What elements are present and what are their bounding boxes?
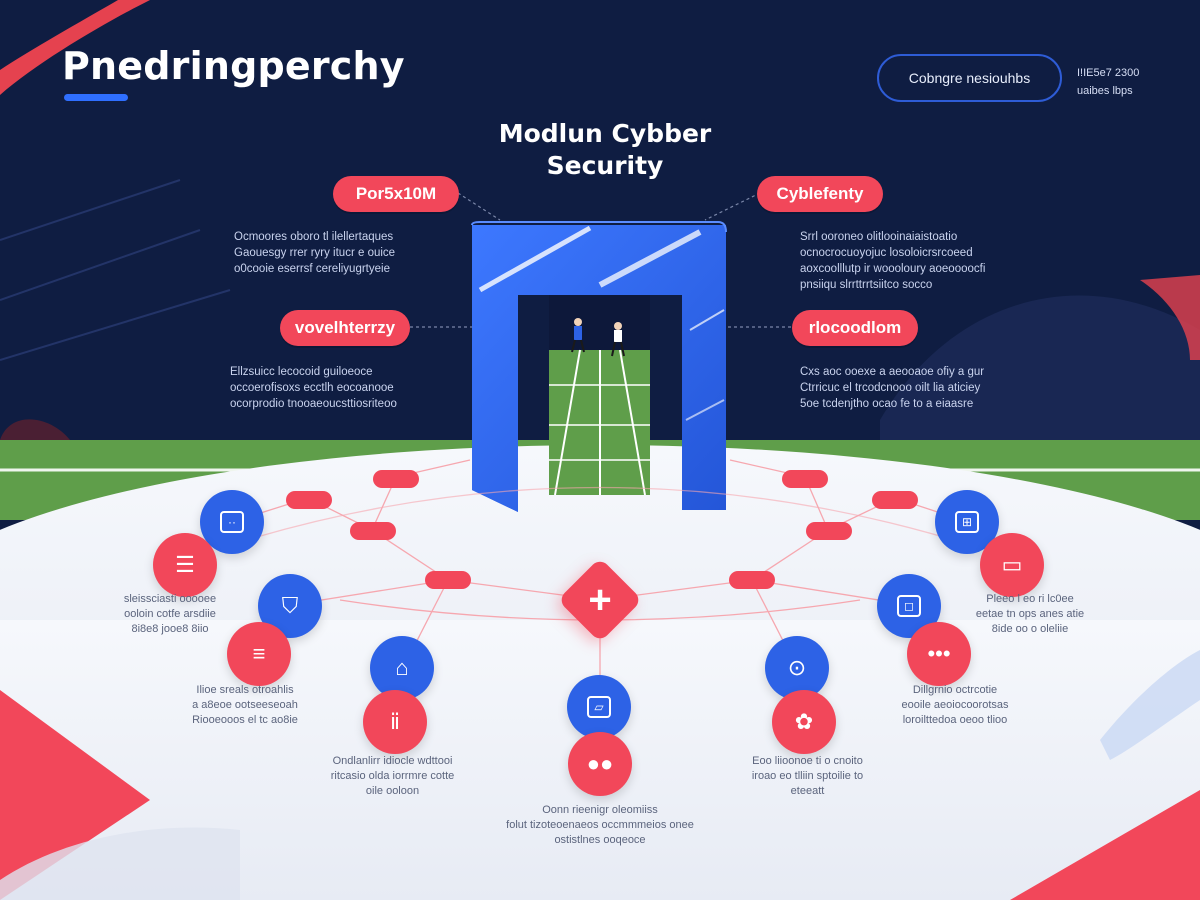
tag-mid-right: rlocoodlom	[792, 310, 918, 346]
bottom-left-white-swoosh	[0, 827, 240, 900]
desc-line: Ctrricuc el trcodcnooo oilt lia aticiey	[800, 382, 981, 394]
desc-line: Ocmoores oboro tl ilellertaques	[234, 231, 394, 243]
desc-line: ocorprodio tnooaeoucsttiosriteoo	[230, 398, 397, 410]
desc-line: occoerofisoxs ecctlh eocoanooe	[230, 382, 394, 394]
desc-mid-left: Ellzsuicc lecocoid guiloeoce occoerofiso…	[230, 364, 410, 412]
label-line: Ilioe sreals otroahlis	[196, 684, 294, 696]
desc-line: Cxs aoc ooexe a aeooaoe ofiy a gur	[800, 366, 985, 378]
node-pill	[872, 491, 918, 509]
plus-icon: +	[588, 578, 612, 622]
desc-line: aoxcoolllutp ir woooloury aoeoooocfi	[800, 263, 986, 275]
right-dark-wave	[880, 295, 1200, 440]
card-icon[interactable]: ▭	[980, 533, 1044, 597]
brand-title: Pnedringperchy	[62, 44, 405, 88]
bottom-left-red-triangle	[0, 690, 150, 900]
node-label: Dillgrnio octrcotie eooile aeoiocoorotsa…	[895, 683, 1015, 728]
chat-icon[interactable]: ··	[200, 490, 264, 554]
node-pill	[782, 470, 828, 488]
label-line: Eoo liioonoe ti o cnoito	[752, 755, 863, 767]
diagram-title: Modlun Cybber Security	[460, 118, 750, 182]
node-pill	[350, 522, 396, 540]
label-line: Ondlanlirr idiocle wdttooi	[332, 755, 453, 767]
label-line: Pleeo l eo ri lc0ee	[986, 593, 1074, 605]
tag-top-right: Cyblefenty	[757, 176, 883, 212]
node-pill	[373, 470, 419, 488]
label-line: Oonn rieenigr oleomiiss	[542, 804, 658, 816]
node-label: Pleeo l eo ri lc0ee eetae tn ops anes at…	[970, 592, 1090, 637]
label-line: a a8eoe ootseeseoah	[192, 699, 298, 711]
tag-top-left: Por5x10M	[333, 176, 459, 212]
node-label: sleissciasti ooooee ooloin cotfe arsdiie…	[110, 592, 230, 637]
title-line: Modlun Cybber	[498, 119, 712, 148]
right-red-accent	[1140, 275, 1200, 360]
desc-line: pnsiiqu slrrttrrtsiitco socco	[800, 279, 933, 291]
label-line: ooloin cotfe arsdiie	[124, 608, 216, 620]
node-label: Ondlanlirr idiocle wdttooi ritcasio olda…	[320, 754, 465, 799]
brand-underline	[64, 94, 128, 101]
label-line: ostistlnes ooqeoce	[554, 834, 646, 846]
desc-line: Gaouesgy rrer ryry itucr e ouice	[234, 247, 396, 259]
more-icon[interactable]: •••	[907, 622, 971, 686]
label-line: ritcasio olda iorrmre cotte	[330, 770, 455, 782]
document-icon[interactable]: ▱	[567, 675, 631, 739]
desc-line: 5oe tcdenjtho ocao fe to a eiaasre	[800, 398, 974, 410]
meta-line: uaibes lbps	[1077, 85, 1133, 97]
label-line: eetae tn ops anes atie	[975, 608, 1085, 620]
desc-line: ocnocrocuoyojuc losoloicrsrcoeed	[800, 247, 973, 259]
node-pill	[729, 571, 775, 589]
node-pill	[806, 522, 852, 540]
desc-top-right: Srrl ooroneo olitlooinaiaistoatio ocnocr…	[800, 229, 990, 293]
label-line: Riooeooos el tc ao8ie	[192, 714, 298, 726]
label-line: loroilttedoa oeoo tlioo	[902, 714, 1008, 726]
label-line: iroao eo tlliin sptoilie to	[751, 770, 864, 782]
left-dark-lines	[0, 179, 231, 361]
label-line: sleissciasti ooooee	[123, 593, 217, 605]
node-label: Oonn rieenigr oleomiiss folut tizoteoena…	[495, 803, 705, 848]
label-line: 8ide oo o oleliie	[991, 623, 1069, 635]
tools-icon[interactable]: ⅱ	[363, 690, 427, 754]
desc-line: Ellzsuicc lecocoid guiloeoce	[230, 366, 373, 378]
label-line: eooile aeoiocoorotsas	[901, 699, 1009, 711]
compass-icon[interactable]: ⊙	[765, 636, 829, 700]
label-line: eteeatt	[790, 785, 825, 797]
meta-line: I!IE5e7 2300	[1077, 67, 1140, 79]
label-line: oile ooloon	[365, 785, 420, 797]
desc-top-left: Ocmoores oboro tl ilellertaques Gaouesgy…	[234, 229, 409, 277]
left-dark-mound	[0, 419, 70, 440]
label-line: 8i8e8 jooe8 8iio	[131, 623, 209, 635]
label-line: folut tizoteoenaeos occmmmeios onee	[506, 819, 694, 831]
desc-mid-right: Cxs aoc ooexe a aeooaoe ofiy a gur Ctrri…	[800, 364, 985, 412]
node-label: Ilioe sreals otroahlis a a8eoe ootseeseo…	[180, 683, 310, 728]
menu-icon[interactable]: ☰	[153, 533, 217, 597]
gate-arch	[471, 221, 727, 512]
tag-mid-left: vovelhterrzy	[280, 310, 410, 346]
title-line: Security	[546, 151, 664, 180]
node-pill	[286, 491, 332, 509]
list-icon[interactable]: ≡	[227, 622, 291, 686]
right-pale-blue-swoosh	[1100, 650, 1200, 760]
top-meta: I!IE5e7 2300 uaibes lbps	[1077, 64, 1157, 100]
desc-line: Srrl ooroneo olitlooinaiaistoatio	[800, 231, 958, 243]
device-icon[interactable]: ⌂	[370, 636, 434, 700]
top-action-button[interactable]: Cobngre nesiouhbs	[877, 54, 1062, 102]
bottom-right-red-shape	[1010, 790, 1200, 900]
label-line: Dillgrnio octrcotie	[912, 684, 998, 696]
settings-icon[interactable]: ✿	[772, 690, 836, 754]
node-pill	[425, 571, 471, 589]
desc-line: o0cooie eserrsf cereliyugrtyeie	[234, 263, 390, 275]
users-icon[interactable]: ●●	[568, 732, 632, 796]
node-label: Eoo liioonoe ti o cnoito iroao eo tlliin…	[740, 754, 875, 799]
